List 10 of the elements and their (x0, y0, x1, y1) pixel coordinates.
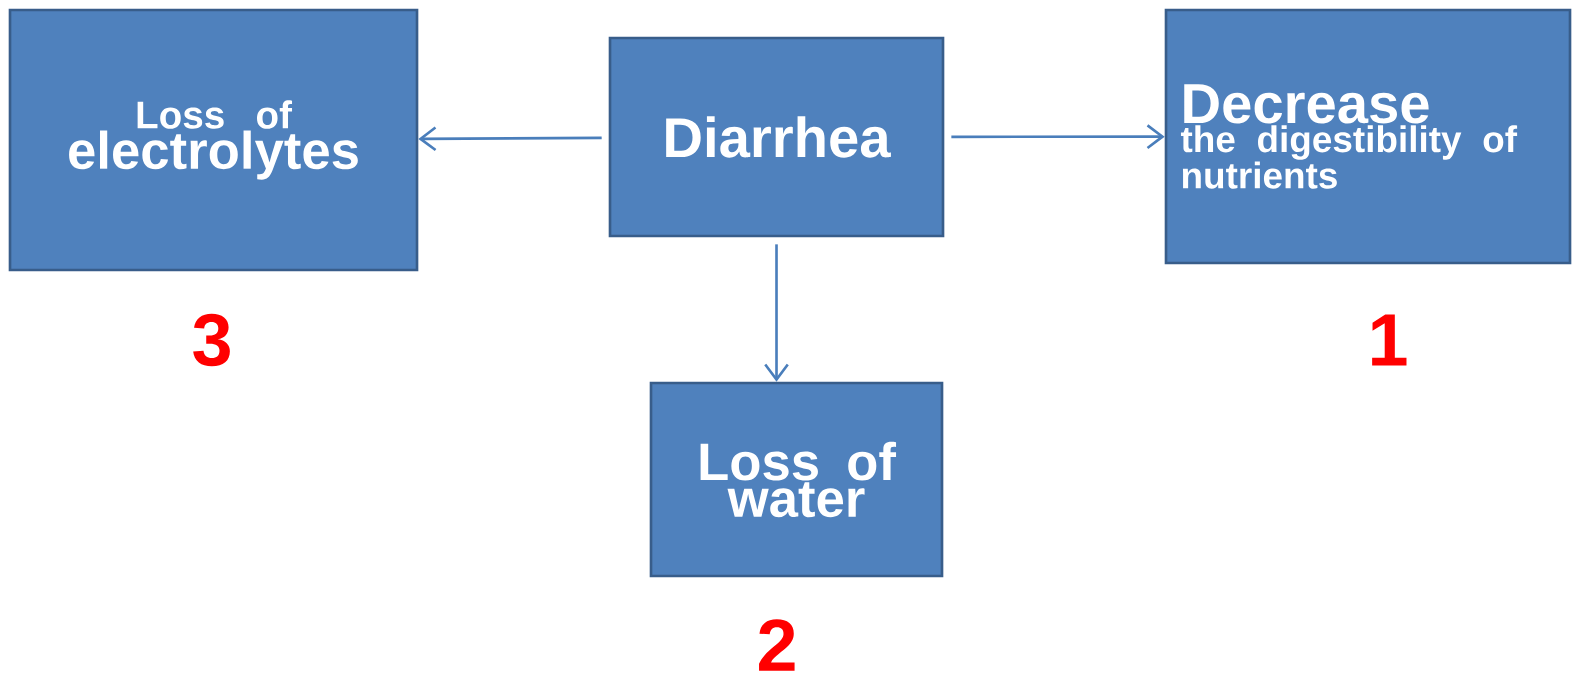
process-box: Decrease the digestibility of nutrients (1164, 8, 1572, 265)
callout-number: 3 (193, 313, 230, 367)
arrow (764, 244, 789, 382)
process-box: Loss of water (649, 381, 944, 578)
callout-number: 1 (1372, 314, 1407, 366)
process-box: Diarrhea (608, 36, 945, 238)
callout-number: 2 (759, 619, 795, 671)
arrow (951, 124, 1165, 149)
arrow (418, 126, 602, 152)
process-box: Loss of electrolytes (8, 8, 419, 272)
